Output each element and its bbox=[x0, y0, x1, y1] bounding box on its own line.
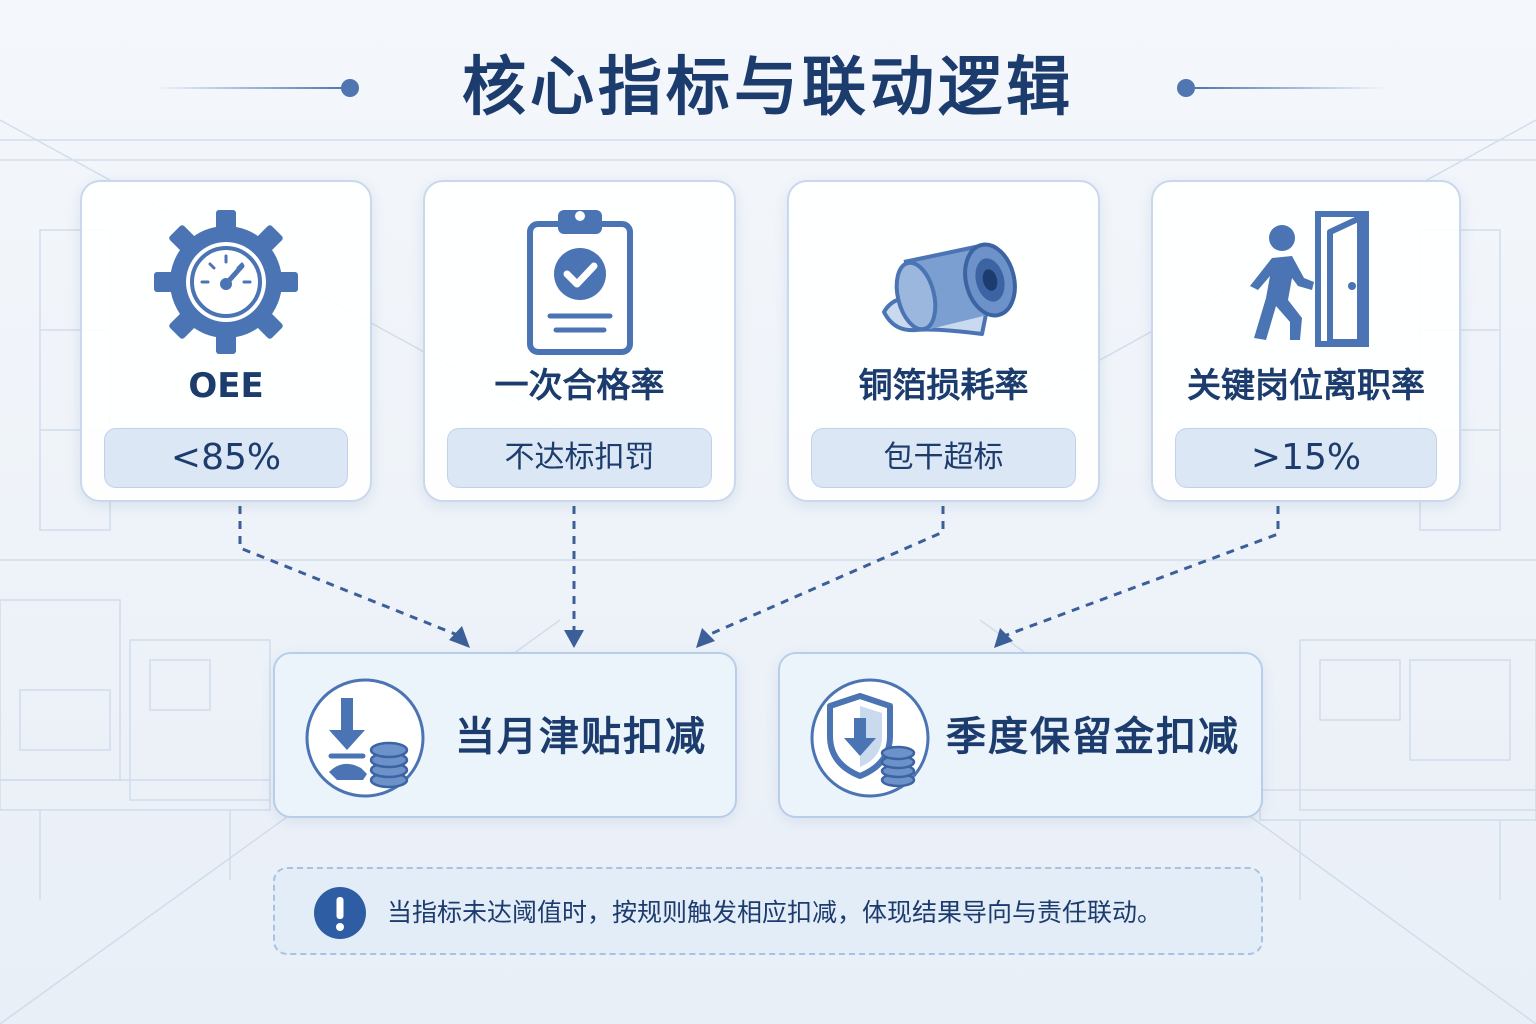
title-row: 核心指标与联动逻辑 bbox=[0, 40, 1536, 136]
copper-foil-roll-icon bbox=[881, 242, 1017, 336]
metric-label: OEE bbox=[188, 366, 264, 406]
metric-label: 关键岗位离职率 bbox=[1187, 366, 1425, 406]
outcome-monthly-allowance-deduction: 当月津贴扣减 bbox=[273, 652, 737, 818]
outcome-quarterly-retention-deduction: 季度保留金扣减 bbox=[778, 652, 1263, 818]
outcome-label: 季度保留金扣减 bbox=[946, 714, 1240, 760]
metric-threshold-badge: >15% bbox=[1175, 428, 1437, 488]
metric-threshold-badge: 包干超标 bbox=[811, 428, 1076, 488]
metric-label: 一次合格率 bbox=[494, 366, 665, 406]
metric-card-oee: OEE <85% bbox=[80, 180, 372, 502]
metric-threshold-badge: 不达标扣罚 bbox=[447, 428, 712, 488]
rule-note-text: 当指标未达阈值时，按规则触发相应扣减，体现结果导向与责任联动。 bbox=[387, 898, 1163, 927]
metric-card-key-staff-turnover: 关键岗位离职率 >15% bbox=[1151, 180, 1461, 502]
download-coins-icon bbox=[305, 678, 425, 798]
person-exit-door-icon bbox=[1250, 211, 1369, 347]
title-decor-line-left bbox=[155, 87, 345, 89]
rule-note: 当指标未达阈值时，按规则触发相应扣减，体现结果导向与责任联动。 bbox=[273, 867, 1263, 955]
metric-label: 铜箔损耗率 bbox=[858, 366, 1029, 406]
title-decor-dot-left bbox=[341, 79, 359, 97]
metric-card-first-pass-yield: 一次合格率 不达标扣罚 bbox=[423, 180, 736, 502]
gauge-gear-icon bbox=[154, 210, 298, 354]
exclamation-icon bbox=[314, 887, 366, 939]
shield-coins-icon bbox=[810, 678, 930, 798]
page-title: 核心指标与联动逻辑 bbox=[462, 51, 1074, 125]
title-decor-line-right bbox=[1195, 87, 1385, 89]
title-decor-dot-right bbox=[1177, 79, 1195, 97]
outcome-label: 当月津贴扣减 bbox=[455, 714, 707, 760]
metric-card-copper-foil-loss: 铜箔损耗率 包干超标 bbox=[787, 180, 1100, 502]
clipboard-check-icon bbox=[526, 210, 633, 355]
metric-threshold-badge: <85% bbox=[104, 428, 348, 488]
